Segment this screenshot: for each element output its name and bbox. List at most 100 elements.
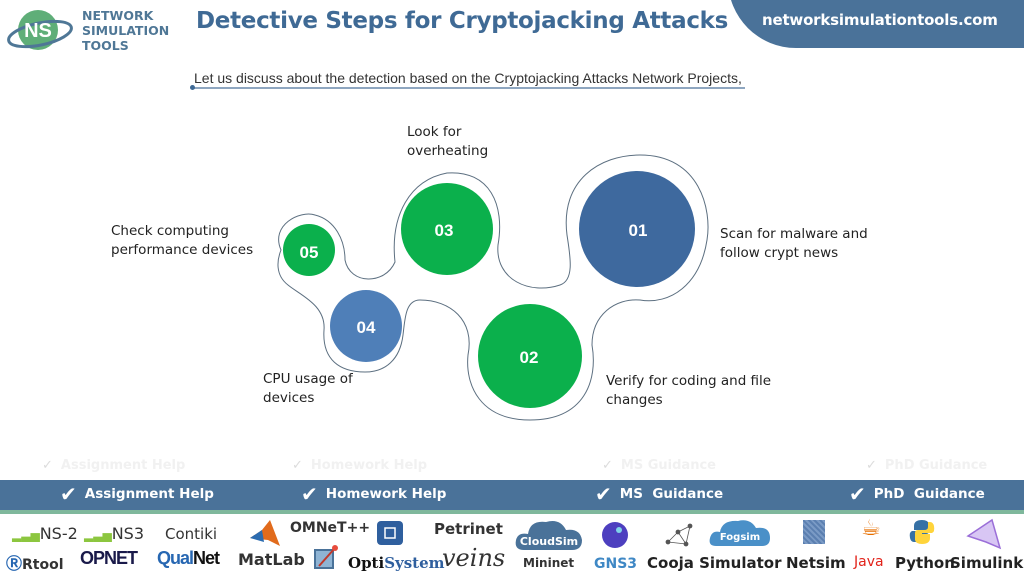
tool-qualnet: QualNet bbox=[157, 548, 220, 569]
tool-contiki: Contiki bbox=[165, 525, 218, 543]
step-number-03: 03 bbox=[435, 221, 454, 240]
tool-simulink: Simulink bbox=[950, 554, 1024, 572]
tool-ns2-label: NS-2 bbox=[39, 524, 78, 543]
step-circle-04 bbox=[330, 290, 402, 362]
ghost-label: Assignment Help bbox=[60, 458, 186, 473]
fogsim-icon: Fogsim bbox=[709, 520, 770, 546]
simulink-icon bbox=[966, 518, 1002, 550]
check-icon: ✔ bbox=[301, 482, 318, 506]
java-cup-icon: ☕ bbox=[861, 516, 881, 541]
ghost-service-1: ✓ Assignment Help bbox=[42, 458, 185, 473]
tool-java: Java bbox=[854, 554, 884, 570]
tool-optisystem-part-2: System bbox=[384, 554, 445, 572]
step-label-03: Look for overheating bbox=[407, 123, 488, 161]
page-title: Detective Steps for Cryptojacking Attack… bbox=[196, 8, 729, 34]
step-label-04: CPU usage of devices bbox=[263, 370, 353, 408]
tool-ns2: ▂▃▅NS-2 bbox=[12, 524, 78, 543]
subtitle: Let us discuss about the detection based… bbox=[194, 70, 742, 86]
brand-logo: NS NETWORK SIMULATION TOOLS bbox=[4, 4, 174, 54]
steps-diagram: 05 03 01 04 02 bbox=[277, 154, 709, 421]
tool-optisystem-part-1: Opti bbox=[348, 554, 385, 572]
step-label-01-line-1: Scan for malware and bbox=[720, 226, 868, 242]
ghost-label: PhD Guidance bbox=[884, 458, 988, 473]
tool-qualnet-part-2: Net bbox=[193, 548, 220, 568]
step-label-01-line-2: follow crypt news bbox=[720, 245, 839, 261]
tool-mininet: Mininet bbox=[523, 556, 575, 570]
service-label: Assignment Help bbox=[84, 486, 214, 502]
step-label-04-line-2: devices bbox=[263, 390, 315, 406]
service-ms-guidance[interactable]: ✔ MS Guidance bbox=[595, 482, 724, 506]
step-label-01: Scan for malware and follow crypt news bbox=[720, 225, 868, 263]
service-homework-help[interactable]: ✔ Homework Help bbox=[301, 482, 447, 506]
service-assignment-help[interactable]: ✔ Assignment Help bbox=[60, 482, 214, 506]
step-label-03-line-2: overheating bbox=[407, 143, 489, 159]
subtitle-underline bbox=[192, 87, 745, 89]
cloudsim-icon: CloudSim bbox=[515, 521, 582, 550]
tool-opnet: OPNET bbox=[80, 548, 138, 568]
step-circle-02 bbox=[478, 304, 582, 408]
tool-ns3: ▂▃▅NS3 bbox=[84, 524, 144, 543]
step-label-03-line-1: Look for bbox=[407, 124, 462, 140]
optisystem-icon bbox=[377, 521, 403, 545]
tool-omnet: OMNeT++ bbox=[290, 520, 371, 536]
logo-initials: NS bbox=[24, 20, 52, 42]
tool-qualnet-part-1: Qual bbox=[157, 548, 194, 568]
ghost-label: Homework Help bbox=[310, 458, 428, 473]
tool-petrinet: Petrinet bbox=[434, 520, 503, 538]
step-label-05-line-1: Check computing bbox=[111, 223, 229, 239]
tool-matlab: MatLab bbox=[238, 550, 305, 569]
step-circle-03 bbox=[401, 183, 493, 275]
check-icon: ✔ bbox=[595, 482, 612, 506]
step-label-04-line-1: CPU usage of bbox=[263, 371, 353, 387]
ghost-service-3: ✓ MS Guidance bbox=[602, 458, 716, 473]
logo-text: NETWORK SIMULATION TOOLS bbox=[82, 8, 169, 53]
cloudsim-label: CloudSim bbox=[520, 535, 578, 548]
website-link[interactable]: networksimulationtools.com bbox=[762, 11, 998, 29]
gns3-icon bbox=[602, 522, 628, 548]
step-label-05-line-2: performance devices bbox=[111, 242, 254, 258]
ghost-service-2: ✓Homework Help bbox=[292, 458, 427, 473]
logo-line-3: TOOLS bbox=[82, 38, 129, 53]
tool-veins: veins bbox=[442, 544, 506, 572]
check-icon: ✔ bbox=[849, 482, 866, 506]
ghost-label: MS Guidance bbox=[620, 458, 716, 473]
netsim-icon bbox=[803, 520, 825, 544]
website-badge bbox=[728, 0, 1024, 48]
check-icon: ✓ bbox=[602, 458, 613, 473]
services-bar-accent bbox=[0, 510, 1024, 514]
matlab-icon bbox=[250, 520, 280, 546]
signal-icon: ▂▃▅ bbox=[12, 528, 40, 542]
fogsim-label: Fogsim bbox=[720, 532, 760, 543]
python-icon bbox=[909, 520, 935, 544]
service-label: MS Guidance bbox=[619, 486, 724, 502]
subtitle-bullet bbox=[190, 85, 195, 90]
signal-icon: ▂▃▅ bbox=[84, 528, 112, 542]
r-logo-icon: Ⓡ bbox=[6, 554, 23, 573]
step-label-05: Check computing performance devices bbox=[111, 222, 253, 260]
step-circle-05 bbox=[283, 224, 335, 276]
step-label-02-line-1: Verify for coding and file bbox=[606, 373, 772, 389]
tool-python: Python bbox=[895, 554, 955, 572]
omnet-icon bbox=[314, 545, 338, 569]
check-icon: ✓ bbox=[866, 458, 877, 473]
tool-logos: ▂▃▅NS-2 ▂▃▅NS3 Contiki ⓇRtool OPNET Qual… bbox=[0, 514, 1024, 576]
service-phd-guidance[interactable]: ✔ PhD Guidance bbox=[849, 482, 985, 506]
tool-rtool: ⓇRtool bbox=[6, 550, 64, 574]
cooja-network-icon bbox=[665, 523, 693, 547]
services-bar bbox=[0, 480, 1024, 510]
globe-logo-icon: NS bbox=[7, 10, 73, 50]
logo-line-1: NETWORK bbox=[82, 8, 154, 23]
tool-gns3: GNS3 bbox=[594, 556, 638, 572]
step-number-05: 05 bbox=[300, 243, 319, 262]
step-label-02: Verify for coding and file changes bbox=[606, 372, 771, 410]
service-label: Homework Help bbox=[325, 486, 447, 502]
tool-cooja: Cooja Simulator bbox=[647, 554, 782, 572]
step-circle-01 bbox=[579, 171, 695, 287]
check-icon: ✔ bbox=[60, 482, 77, 506]
tool-rtool-label: Rtool bbox=[22, 557, 64, 573]
tool-netsim: Netsim bbox=[786, 554, 846, 572]
logo-line-2: SIMULATION bbox=[82, 23, 170, 38]
check-icon: ✓ bbox=[42, 458, 53, 473]
service-label: PhD Guidance bbox=[873, 486, 985, 502]
ghost-service-4: ✓ PhD Guidance bbox=[866, 458, 987, 473]
